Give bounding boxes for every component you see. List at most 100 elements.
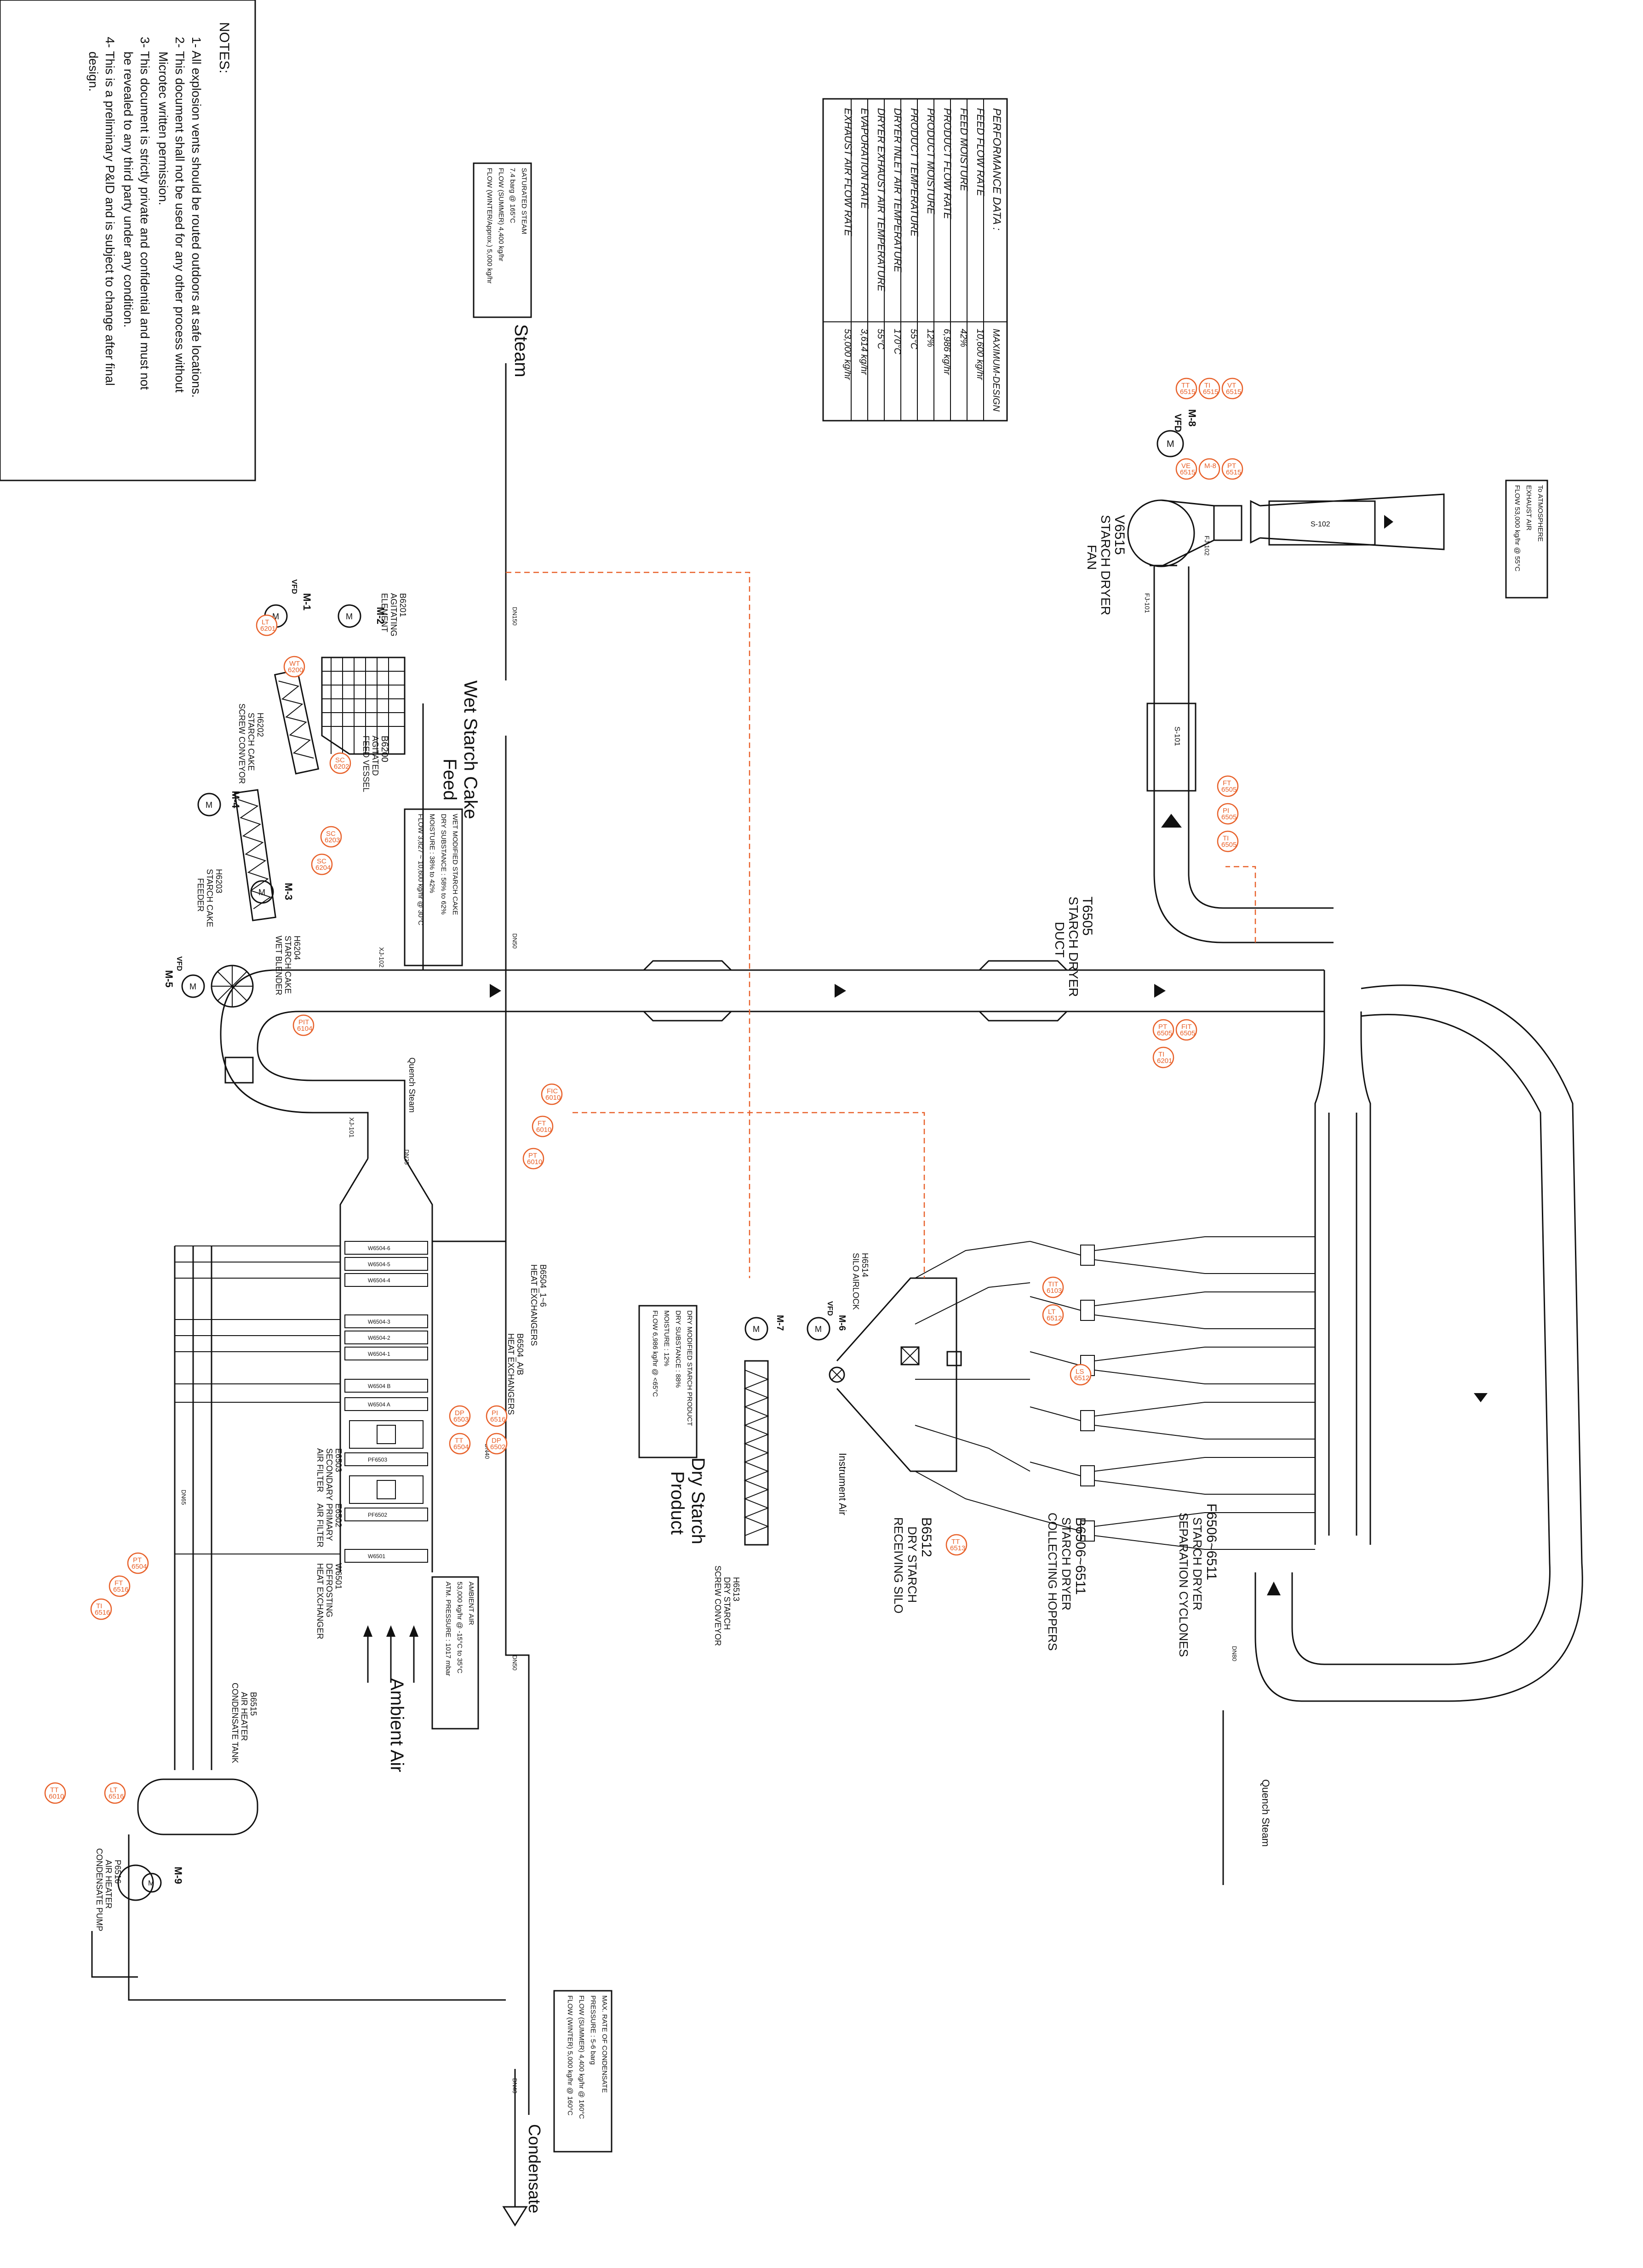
- cyclone-body: [1094, 1236, 1315, 1274]
- performance-row-label: EVAPORATION RATE: [859, 108, 870, 209]
- screw-tag: H6513: [732, 1577, 741, 1601]
- svg-text:FT: FT: [114, 1579, 123, 1587]
- cyclones-tag: F6506~6511: [1204, 1503, 1219, 1580]
- instrument-air-label: Instrument Air: [837, 1453, 848, 1515]
- pipe-size: DN50: [511, 933, 518, 948]
- performance-row-value: 42%: [958, 329, 968, 347]
- svg-text:6010: 6010: [49, 1793, 64, 1800]
- svg-text:6204: 6204: [315, 864, 331, 872]
- cond-pump-tag: P6516: [113, 1860, 122, 1884]
- svg-text:DP: DP: [455, 1409, 464, 1417]
- cyclones-desc: SEPARATION CYCLONES: [1177, 1513, 1191, 1657]
- svg-text:6516: 6516: [95, 1609, 110, 1617]
- pipe-size-labels: DN150 DN50 DN40 DN65 DN50 DN40 DN25 DN80: [180, 607, 1238, 2093]
- notes-box: NOTES: 1- All explosion vents should be …: [0, 0, 256, 481]
- fan-tag: V6515: [1112, 515, 1127, 555]
- pri-filter-tag: E6502: [334, 1503, 343, 1527]
- hx-row-label: PF6503: [368, 1457, 387, 1463]
- cond-pump-desc: AIR HEATER: [104, 1860, 113, 1909]
- pipe-size: DN65: [180, 1490, 187, 1505]
- receiving-silo: H6514 SILO AIRLOCK: [829, 1241, 1030, 1518]
- svg-text:6200: 6200: [288, 666, 303, 674]
- feed-vessel-desc: AGITATED: [371, 736, 380, 776]
- wet-blender-desc: WET BLENDER: [274, 936, 283, 995]
- airlock-desc: SILO AIRLOCK: [851, 1253, 860, 1310]
- cake-feeder-desc: STARCH CAKE: [205, 869, 214, 927]
- notes-item: Microtec written permission.: [156, 51, 170, 206]
- flow-arrow: [1474, 1393, 1488, 1402]
- steam-box-line: SATURATED STEAM: [520, 168, 528, 234]
- svg-text:SC: SC: [317, 857, 326, 865]
- fan-vfd-label: VFD: [1173, 414, 1183, 432]
- vessel-motor-icon: M: [346, 612, 353, 621]
- rotary-valve: M M-5 VFD: [163, 956, 254, 1008]
- flow-arrow: [1267, 1582, 1281, 1595]
- atmosphere-box: To ATMOSPHERE EXHAUST AIR FLOW 53,000 kg…: [1505, 480, 1548, 599]
- cond-pump-desc: CONDENSATE PUMP: [95, 1848, 104, 1931]
- cyclone-body: [1094, 1457, 1315, 1495]
- notes-item: be revealed to any third party under any…: [121, 51, 135, 327]
- svg-text:VE: VE: [1181, 462, 1191, 470]
- cyclone-body: [1094, 1347, 1315, 1384]
- notes-title: NOTES:: [217, 22, 232, 74]
- svg-text:6505: 6505: [1221, 786, 1237, 794]
- svg-text:6512: 6512: [1074, 1374, 1089, 1382]
- sec-filter-desc: SECONDARY: [325, 1448, 334, 1501]
- sec-filter-desc: AIR FILTER: [315, 1448, 325, 1492]
- cyclone-valve: [1080, 1410, 1095, 1431]
- separation-cyclones: [1030, 1236, 1315, 1550]
- svg-text:LS: LS: [1076, 1368, 1084, 1376]
- svg-text:TI: TI: [1158, 1051, 1164, 1058]
- performance-row-value: 10,600 kg/hr: [975, 329, 985, 381]
- condensate-pump: M M-9 P6516 AIR HEATER CONDENSATE PUMP: [95, 1848, 184, 1931]
- hoppers-desc: STARCH DRYER: [1059, 1517, 1073, 1611]
- cyclone-outlet: [1030, 1517, 1081, 1531]
- svg-text:FT: FT: [1223, 779, 1231, 787]
- performance-row-value: 55°C: [876, 329, 886, 349]
- svg-text:6516: 6516: [113, 1586, 128, 1594]
- svg-text:TI: TI: [1223, 834, 1229, 842]
- exhaust-stack: S-102: [1213, 493, 1445, 550]
- svg-text:6502: 6502: [490, 1443, 505, 1451]
- feed-vessel-tag: B6200: [379, 736, 389, 762]
- rotary-vfd-label: VFD: [175, 956, 183, 971]
- svg-text:TI: TI: [96, 1602, 102, 1610]
- pump-motor-icon: M: [148, 1880, 154, 1887]
- cyclone-labels: F6506~6511 STARCH DRYER SEPARATION CYCLO…: [892, 1503, 1219, 1657]
- instrument-tag[interactable]: M-8: [1198, 458, 1220, 480]
- svg-text:6516: 6516: [109, 1793, 124, 1800]
